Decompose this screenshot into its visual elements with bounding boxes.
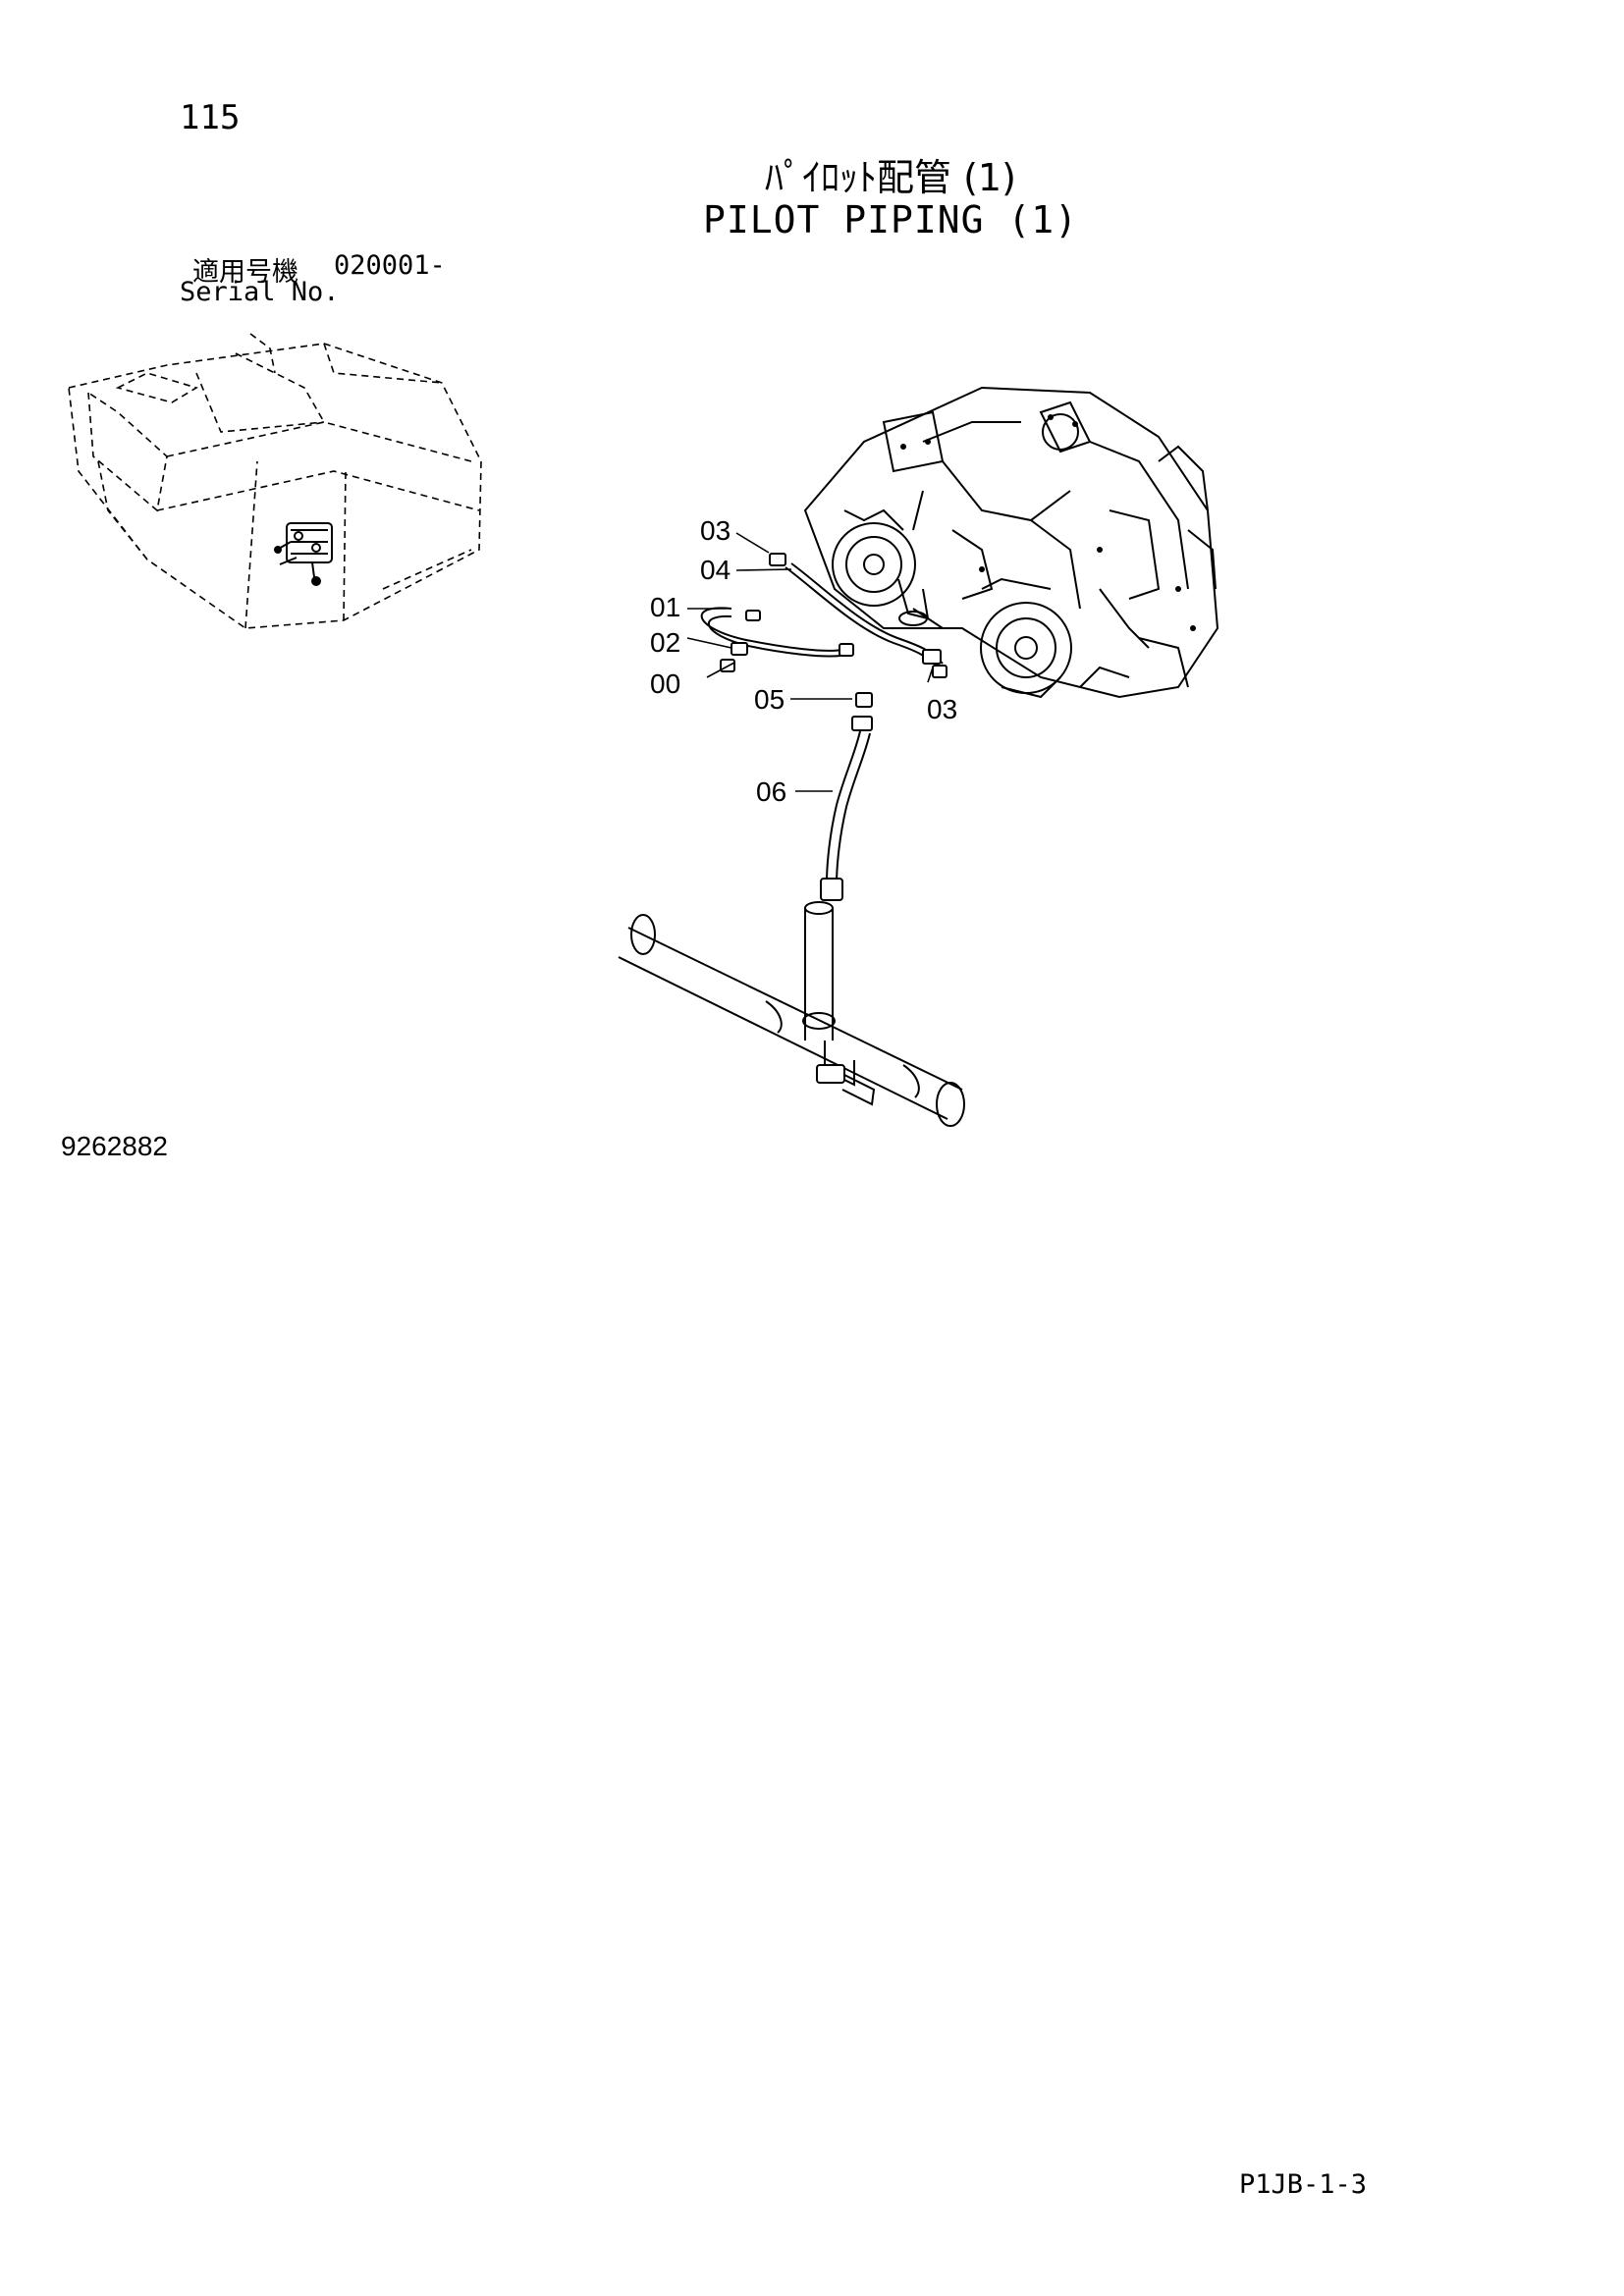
page-title-english: PILOT PIPING (1): [702, 198, 1079, 241]
pipe-assembly: [618, 901, 965, 1127]
figure-code: 9262882: [61, 1131, 169, 1161]
hose-06: [820, 730, 871, 901]
pump-detail-marks: [900, 414, 1196, 631]
pilot-hose-lower: [700, 607, 843, 658]
callout-05: 05: [754, 684, 785, 715]
footer-page-code: P1JB-1-3: [1239, 2169, 1368, 2200]
serial-number-value: 020001-: [334, 250, 446, 281]
pump-assembly: [803, 386, 1219, 699]
callout-04: 04: [700, 555, 731, 585]
callout-03-lower: 03: [927, 694, 957, 724]
locator-highlight-valve: [274, 522, 333, 586]
machine-locator-view: [68, 333, 482, 629]
pump-outlet-port: [897, 578, 930, 626]
page-number: 115: [180, 98, 241, 137]
callout-03-upper: 03: [700, 515, 731, 546]
serial-label-japanese: 適用号機: [192, 257, 298, 288]
callout-leaders: [686, 532, 934, 792]
callout-labels: 03 04 01 02 00 05 03 06: [650, 515, 957, 807]
callout-00: 00: [650, 668, 680, 699]
callout-02: 02: [650, 627, 680, 658]
page-title-japanese: ﾊﾟｲﾛｯﾄ配管 (1): [765, 156, 1016, 199]
serial-label-english: Serial No.: [180, 277, 340, 307]
callout-01: 01: [650, 592, 680, 622]
callout-06: 06: [756, 776, 786, 807]
